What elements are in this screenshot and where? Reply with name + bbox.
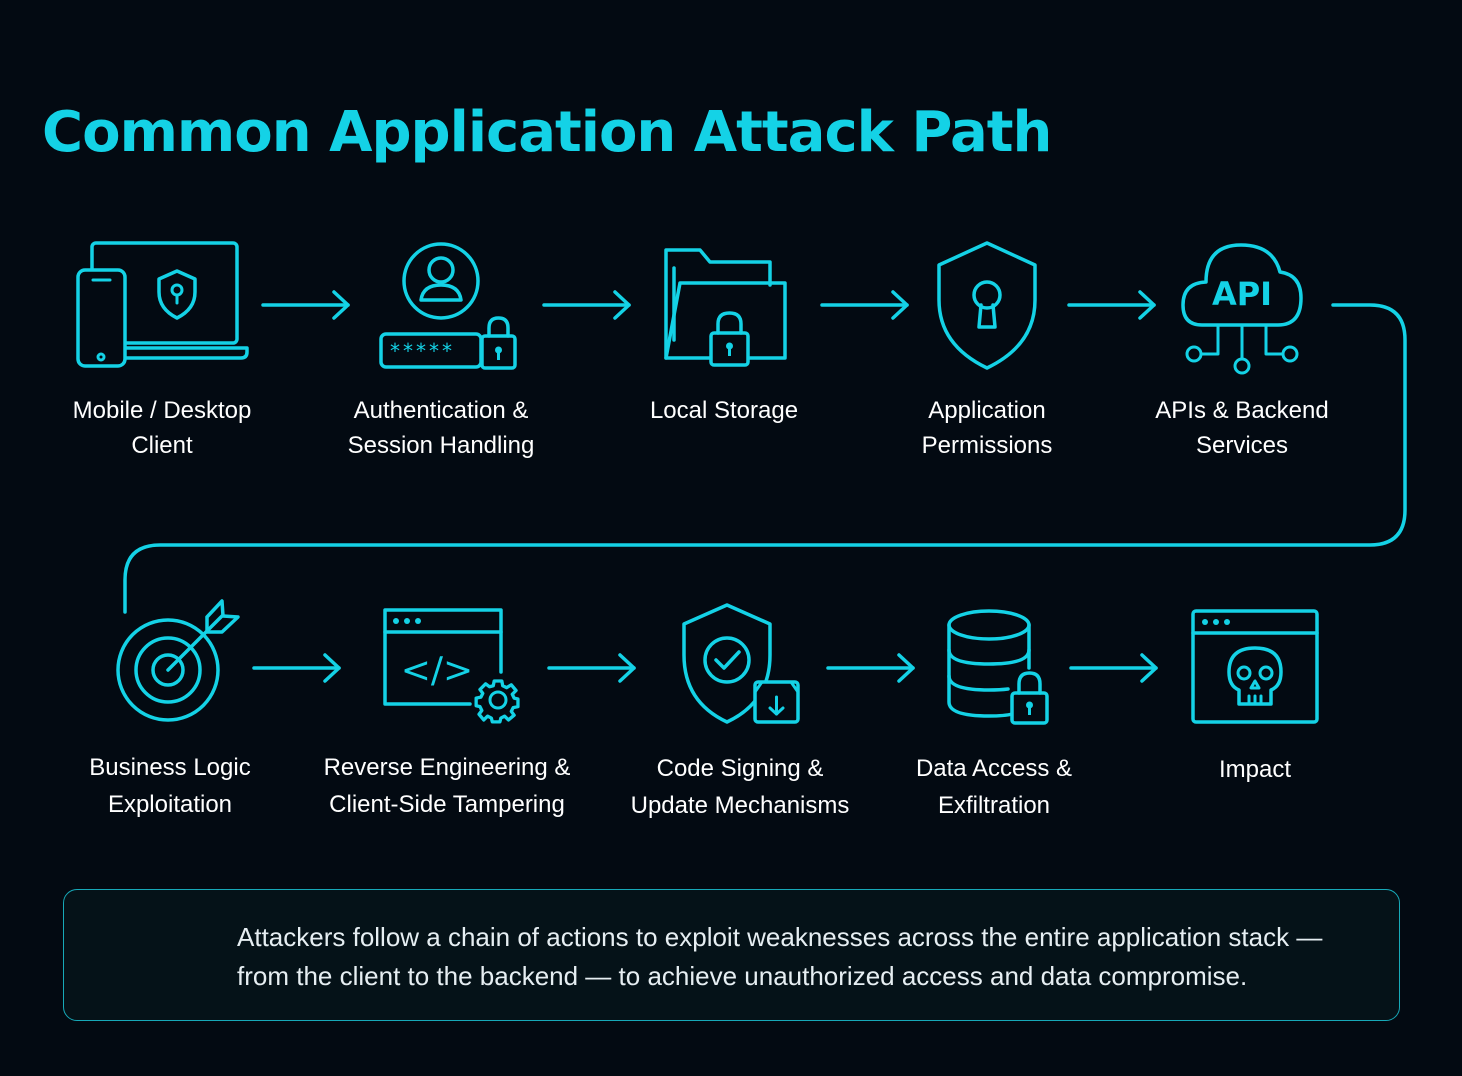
row-connector-path <box>123 303 1407 614</box>
step-label-line: Client-Side Tampering <box>329 791 565 818</box>
arrow-right-icon <box>820 290 909 320</box>
step-label-line: Authentication & <box>353 397 529 424</box>
target-arrow-icon <box>116 599 240 722</box>
step-label-line: Code Signing & <box>656 755 824 782</box>
step-label-reverse-engineering: Reverse Engineering & Client-Side Tamper… <box>297 749 597 823</box>
page-title: Common Application Attack Path <box>42 100 1052 165</box>
step-label-line: Data Access & <box>915 755 1073 782</box>
step-label-line: Reverse Engineering & <box>323 754 571 781</box>
summary-box <box>63 889 1400 1021</box>
arrow-right-icon <box>1067 290 1156 320</box>
database-lock-icon <box>947 609 1049 725</box>
step-label-line: APIs & Backend <box>1155 397 1329 424</box>
step-label-line: Business Logic <box>89 754 251 781</box>
step-label-data-access: Data Access & Exfiltration <box>844 750 1144 824</box>
step-label-line: Exploitation <box>107 791 233 818</box>
step-label-local-storage: Local Storage <box>574 393 874 428</box>
step-label-line: Application <box>928 397 1046 424</box>
step-label-line: Local Storage <box>649 397 799 424</box>
step-label-line: Services <box>1195 432 1289 459</box>
step-label-line: Exfiltration <box>937 792 1051 819</box>
step-label-apis: APIs & Backend Services <box>1092 393 1392 463</box>
step-label-line: Session Handling <box>347 432 535 459</box>
code-window-gear-icon: </> <box>383 608 520 724</box>
summary-line: Attackers follow a chain of actions to e… <box>237 922 1323 952</box>
window-skull-icon <box>1191 609 1319 724</box>
user-password-lock-icon: ***** <box>379 242 517 370</box>
folder-lock-icon <box>664 248 787 367</box>
shield-check-download-icon <box>682 603 800 724</box>
arrow-right-icon <box>1069 653 1158 683</box>
step-label-line: Impact <box>1218 756 1292 783</box>
arrow-right-icon <box>547 653 636 683</box>
step-label-client: Mobile / Desktop Client <box>12 393 312 463</box>
svg-text:*****: ***** <box>390 339 455 363</box>
step-label-line: Mobile / Desktop <box>72 397 252 424</box>
summary-text: Attackers follow a chain of actions to e… <box>237 918 1357 996</box>
arrow-right-icon <box>826 653 915 683</box>
step-label-code-signing: Code Signing & Update Mechanisms <box>590 750 890 824</box>
step-label-impact: Impact <box>1105 751 1405 788</box>
summary-line: from the client to the backend — to achi… <box>237 961 1248 991</box>
code-icon-text: </> <box>401 650 473 691</box>
arrow-right-icon <box>252 653 341 683</box>
arrow-right-icon <box>261 290 350 320</box>
shield-keyhole-icon <box>937 241 1037 370</box>
api-icon-text: API <box>1212 275 1272 313</box>
step-label-line: Update Mechanisms <box>630 792 850 819</box>
step-label-line: Client <box>131 432 193 459</box>
step-label-line: Permissions <box>921 432 1053 459</box>
arrow-right-icon <box>542 290 631 320</box>
api-cloud-icon: API <box>1181 243 1303 375</box>
devices-shield-icon <box>76 241 249 368</box>
step-label-business-logic: Business Logic Exploitation <box>20 749 320 823</box>
step-label-authentication: Authentication & Session Handling <box>291 393 591 463</box>
step-label-permissions: Application Permissions <box>837 393 1137 463</box>
